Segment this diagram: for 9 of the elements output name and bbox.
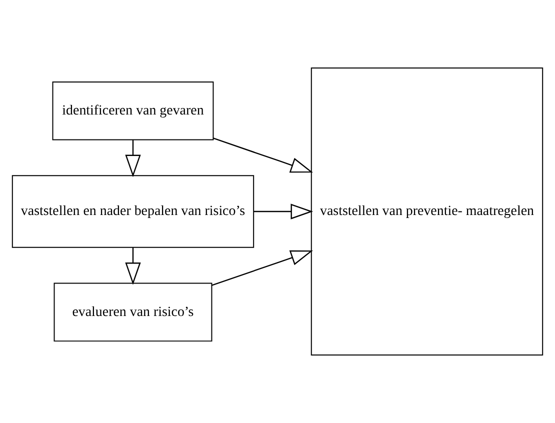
arrow: [212, 250, 313, 286]
arrow: [125, 140, 141, 178]
node-box: vaststellen en nader bepalen van risico’s: [12, 175, 254, 248]
node-box: identificeren van gevaren: [52, 81, 214, 140]
node-box: evalueren van risico’s: [54, 282, 212, 342]
arrow: [213, 138, 313, 173]
node-box: vaststellen van preventie- maatregelen: [310, 67, 544, 356]
arrow: [125, 248, 141, 285]
arrow: [254, 204, 314, 220]
